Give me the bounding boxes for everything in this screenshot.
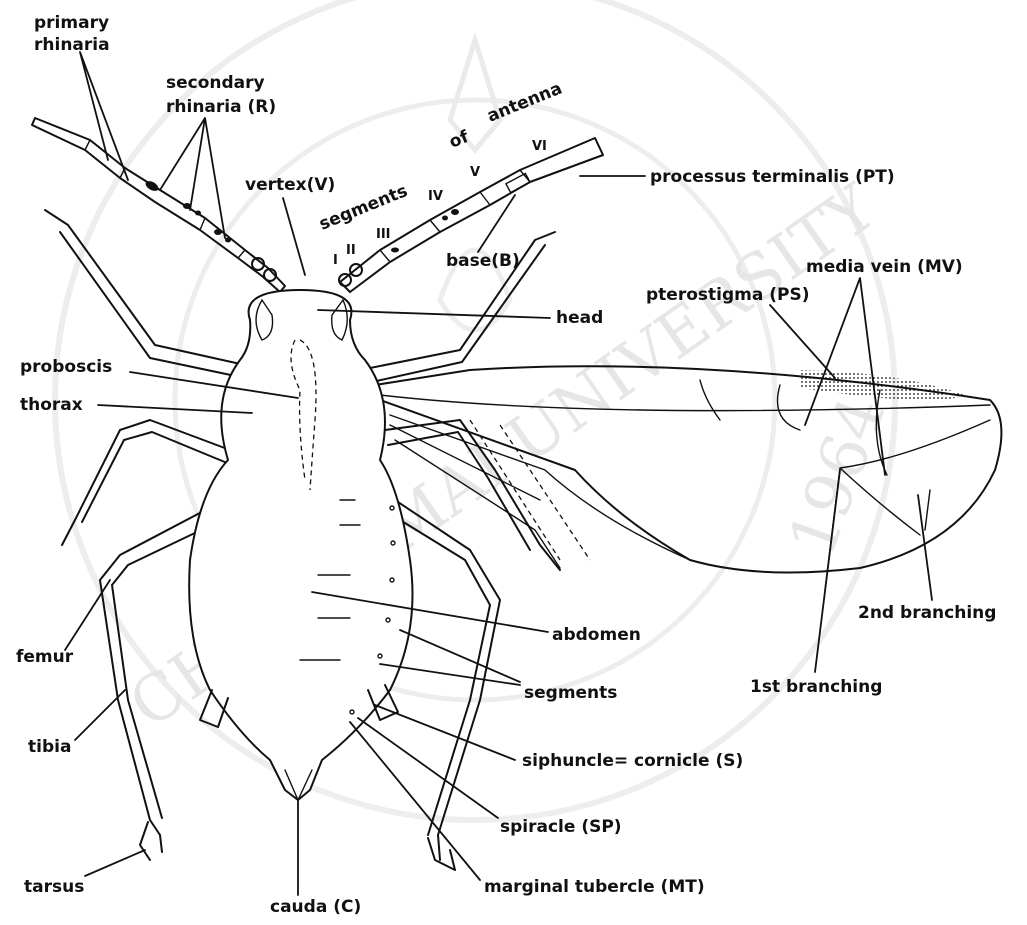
label-cauda: cauda (C) — [270, 897, 361, 917]
watermark-year: 1964 — [775, 387, 900, 565]
label-segment-VI: VI — [532, 139, 547, 154]
label-marginal-tubercle: marginal tubercle (MT) — [484, 877, 705, 897]
label-first-branching: 1st branching — [750, 677, 882, 697]
label-vertex: vertex(V) — [245, 175, 335, 195]
label-segments: segments — [524, 683, 617, 703]
label-segment-V: V — [470, 165, 480, 180]
label-base: base(B) — [446, 251, 520, 271]
label-segments-of-antenna-3: antenna — [484, 79, 565, 127]
label-secondary-rhinaria-line2: rhinaria (R) — [166, 97, 276, 117]
label-segments-of-antenna-2: of — [446, 127, 472, 153]
label-siphuncle: siphuncle= cornicle (S) — [522, 751, 743, 771]
label-segment-IV: IV — [428, 189, 443, 204]
label-abdomen: abdomen — [552, 625, 641, 645]
label-primary-rhinaria-line1: primary — [34, 13, 109, 33]
label-segment-I: I — [333, 253, 338, 268]
label-proboscis: proboscis — [20, 357, 112, 377]
label-head: head — [556, 308, 603, 328]
label-second-branching: 2nd branching — [858, 603, 996, 623]
label-tibia: tibia — [28, 737, 71, 757]
label-thorax: thorax — [20, 395, 83, 415]
label-segment-II: II — [346, 243, 356, 258]
label-secondary-rhinaria-line1: secondary — [166, 73, 265, 93]
label-pterostigma: pterostigma (PS) — [646, 285, 809, 305]
label-segment-III: III — [376, 227, 391, 242]
label-spiracle: spiracle (SP) — [500, 817, 622, 837]
label-media-vein: media vein (MV) — [806, 257, 963, 277]
label-tarsus: tarsus — [24, 877, 84, 897]
label-processus-terminalis: processus terminalis (PT) — [650, 167, 895, 187]
label-femur: femur — [16, 647, 74, 667]
label-primary-rhinaria-line2: rhinaria — [34, 35, 110, 55]
